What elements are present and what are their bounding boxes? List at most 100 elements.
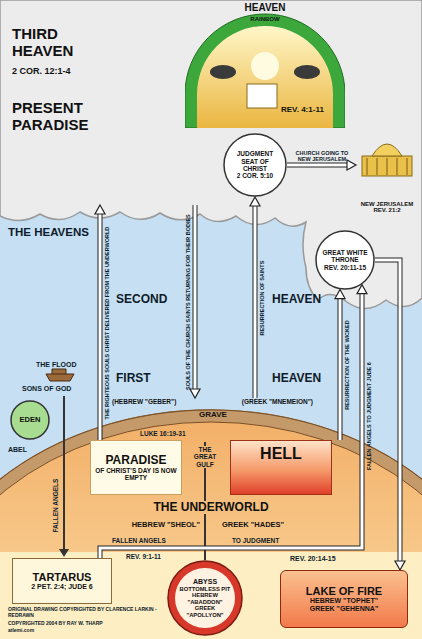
- abyss-ring: [168, 561, 242, 635]
- copyright-note: atlemi.com: [8, 628, 164, 634]
- region-label: FALLEN ANGELS: [112, 537, 166, 544]
- node-text: EDEN: [20, 416, 41, 424]
- abyss-center: [175, 568, 235, 628]
- connector-line: [194, 205, 197, 391]
- connector-label: CHURCH GOING TO NEW JERUSALEM: [291, 150, 353, 162]
- region-label: THE HEAVENS: [8, 226, 89, 239]
- connector-outline: [253, 204, 258, 398]
- node-text: GREAT WHITE THRONE: [322, 249, 368, 264]
- connector-label: THE RIGHTEOUS SOULS CHRIST DELIVERED FRO…: [104, 226, 110, 419]
- circle-outline: [224, 134, 286, 196]
- node-text: REV. 21:2: [373, 207, 400, 214]
- connector-outline: [193, 205, 198, 391]
- region-label: FIRST: [116, 372, 151, 385]
- connector-outline: [338, 297, 343, 440]
- region-label: HEAVEN: [272, 293, 321, 306]
- cherub-right: [294, 65, 320, 79]
- node-text: GREEK "GEHENNA": [310, 605, 378, 613]
- fallen-angels-arrow: [63, 396, 65, 550]
- city-column: [376, 158, 377, 175]
- region-label: LUKE 16:19-31: [140, 430, 186, 437]
- new-jerusalem: NEW JERUSALEMREV. 21:2: [356, 126, 418, 216]
- city-base: [362, 156, 412, 176]
- connector-arrow: [190, 205, 200, 398]
- node-text: GREEK "APOLLYON": [179, 605, 231, 618]
- hell-box: HELL: [230, 440, 332, 495]
- third-heaven-cloud: THIRD HEAVEN2 COR. 12:1-4PRESENT PARADIS…: [0, 0, 300, 205]
- copyright-note: ORIGINAL DRAWING COPYRIGHTED BY CLARENCE…: [8, 607, 164, 618]
- node-text: PRESENT PARADISE: [12, 100, 122, 134]
- tartarus-box: TARTARUS2 PET. 2:4; JUDE 6: [12, 558, 112, 604]
- region-label: SECOND: [116, 293, 167, 306]
- region-label: HEAVEN: [272, 372, 321, 385]
- paradise-box: PARADISEOF CHRIST'S DAY IS NOW EMPTY: [90, 440, 182, 495]
- connector-label: RESURRECTION OF SAINTS: [259, 260, 265, 335]
- node-text: JUDGMENT SEAT OF CHRIST: [230, 150, 280, 172]
- region-label: REV. 20:14-15: [290, 555, 336, 563]
- region-label: SONS OF GOD: [22, 385, 71, 393]
- city-column: [386, 158, 387, 175]
- throne: [247, 84, 277, 108]
- judgment-seat-circle: JUDGMENT SEAT OF CHRIST2 COR. 5:10: [223, 133, 287, 197]
- cherub-left: [210, 65, 236, 79]
- connector-arrow: [335, 290, 345, 440]
- third-heaven-cloud-shape: [0, 0, 422, 309]
- arrowhead: [190, 389, 200, 398]
- connector-line: [339, 297, 342, 440]
- connector-outline: [98, 212, 103, 440]
- node-text: 2 PET. 2:4; JUDE 6: [31, 583, 92, 591]
- node-text: REV. 20:11-15: [324, 264, 366, 271]
- connector-outline: [375, 260, 400, 563]
- connector-outline: [287, 163, 349, 168]
- city-column: [396, 158, 397, 175]
- connector-arrow: [95, 205, 105, 440]
- node-text: (GREEK "MNEMEION"): [238, 398, 313, 405]
- node-text: HEBREW "SHEOL": [92, 521, 200, 529]
- connector-label: RESURRECTION OF THE WICKED: [344, 320, 350, 410]
- connector-arrow: [250, 197, 260, 398]
- arrowhead: [250, 197, 260, 206]
- node-text: HEBREW "ABADDON": [179, 592, 231, 605]
- node-text: 2 COR. 12:1-4: [12, 66, 122, 76]
- node-text: RAINBOW: [185, 16, 345, 23]
- node-text: TARTARUS: [33, 571, 92, 583]
- node-text: 2 COR. 5:10: [237, 172, 274, 179]
- connector-label: SOULS OF THE CHURCH SAINTS RETURNING FOR…: [185, 214, 191, 390]
- node-text: GRAVE: [190, 411, 236, 420]
- connector-line: [375, 260, 400, 563]
- rainbow-arch: [185, 14, 345, 128]
- abyss-circle: ABYSSBOTTOMLESS PITHEBREW "ABADDON"GREEK…: [167, 560, 243, 636]
- node-text: OF CHRIST'S DAY IS NOW EMPTY: [94, 467, 178, 482]
- connector-line: [100, 292, 362, 558]
- region-label: REV. 9:1-11: [126, 553, 161, 560]
- grave-band: (HEBREW "GEBER") GRAVE(GREEK "MNEMEION"): [110, 398, 315, 424]
- node-text: HEAVEN: [185, 2, 345, 13]
- connector-line: [287, 164, 349, 167]
- connector-line: [254, 204, 257, 398]
- node-text: LAKE OF FIRE: [306, 585, 382, 597]
- lake-of-fire-box: LAKE OF FIREHEBREW "TOPHET"GREEK "GEHENN…: [280, 570, 408, 628]
- copyright-note: COPYRIGHTED 2004 BY RAY W. THARP: [8, 621, 164, 627]
- eden-circle: EDEN: [10, 400, 50, 440]
- city-column: [366, 158, 367, 175]
- ark-boat: [46, 369, 74, 381]
- region-label: TO JUDGMENT: [232, 537, 279, 544]
- lower-pit-ground: [0, 552, 422, 639]
- node-text: (HEBREW "GEBER"): [112, 398, 182, 405]
- region-label: THE FLOOD: [36, 361, 76, 369]
- connector-label: FALLEN ANGELS TO JUDGMENT JUDE 6: [366, 362, 372, 470]
- circle-outline: [316, 231, 374, 289]
- node-text: GREEK "HADES": [222, 521, 330, 529]
- slope-label: FALLEN ANGELS: [52, 478, 59, 532]
- node-text: HELL: [260, 445, 302, 463]
- city-column: [406, 158, 407, 175]
- arrowhead: [347, 160, 356, 170]
- node-text: BOTTOMLESS PIT: [180, 586, 231, 592]
- fallen-angels-arrowhead: [59, 549, 69, 557]
- node-text: NEW JERUSALEM: [361, 201, 414, 208]
- node-text: PARADISE: [105, 454, 166, 467]
- connector-line: [99, 212, 102, 440]
- connector-arrow: [375, 260, 405, 570]
- heaven-arch: HEAVENRAINBOWREV. 4:1-11: [185, 0, 345, 128]
